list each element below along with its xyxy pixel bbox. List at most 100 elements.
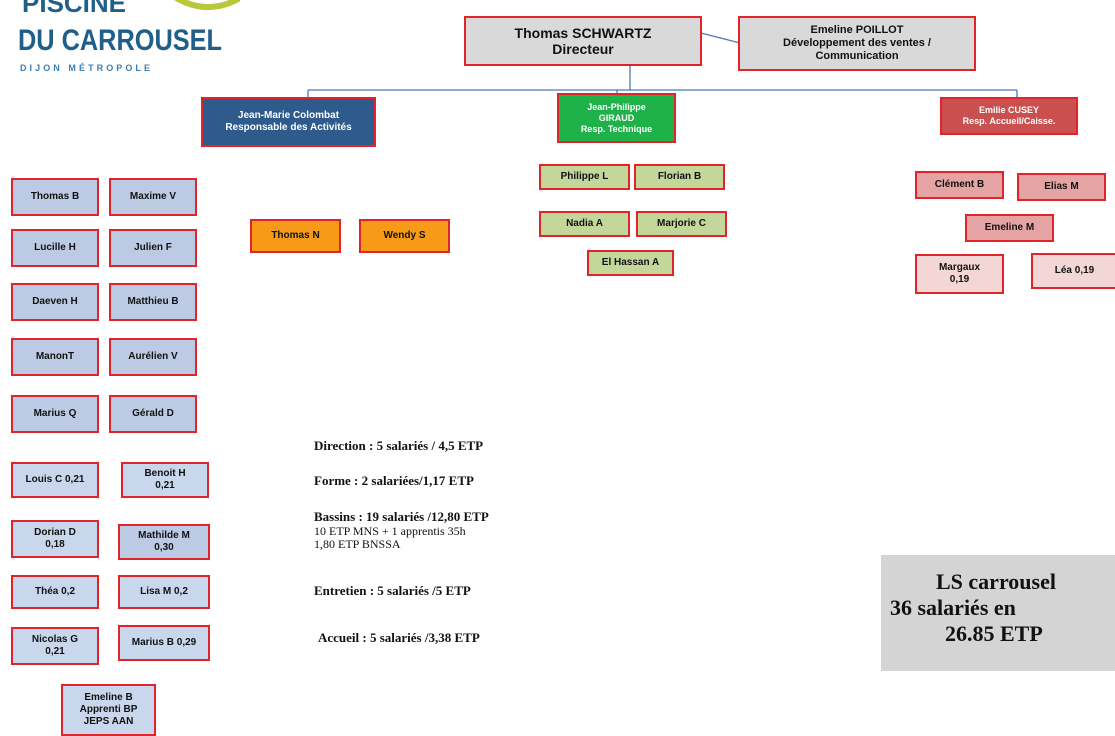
staff-name: Matthieu B	[127, 296, 179, 307]
staff-accueil: Elias M	[1017, 173, 1106, 201]
staff-name: Clément B	[934, 179, 985, 190]
technical-manager-name-line1: Jean-Philippe	[587, 101, 646, 112]
staff-name: 0,30	[154, 542, 174, 553]
staff-name: Théa 0,2	[34, 586, 76, 597]
reception-manager-name: Emilie CUSEY	[978, 105, 1040, 115]
staff-name: 0,19	[949, 274, 970, 285]
staff-name: Nadia A	[566, 218, 603, 229]
technical-manager-role: Resp. Technique	[580, 123, 653, 134]
staff-name: Dorian D	[34, 527, 76, 538]
logo-line1: PISCINE	[22, 0, 126, 18]
staff-bassins-part: Marius B 0,29	[118, 625, 210, 661]
director-name: Thomas SCHWARTZ	[514, 25, 652, 41]
stats-direction: Direction : 5 salariés / 4,5 ETP	[314, 438, 484, 453]
technical-manager-name-line2: GIRAUD	[598, 112, 635, 123]
staff-name: Nicolas G	[31, 634, 79, 645]
staff-forme: Thomas N	[250, 219, 341, 253]
staff-accueil: Léa 0,19	[1031, 253, 1115, 289]
staff-name: Thomas B	[30, 191, 80, 202]
staff-bassins: ManonT	[11, 338, 99, 376]
reception-manager-box: Emilie CUSEY Resp. Accueil/Caisse.	[940, 97, 1078, 135]
summary-line1: LS carrousel	[936, 569, 1056, 594]
staff-name: Emeline B	[84, 692, 133, 703]
staff-name: Margaux	[938, 262, 981, 273]
logo-line2: DU CARROUSEL	[18, 24, 222, 57]
staff-bassins-part: Théa 0,2	[11, 575, 99, 609]
stats-forme: Forme : 2 salariées/1,17 ETP	[314, 473, 474, 488]
staff-bassins: Lucille H	[11, 229, 99, 267]
staff-bassins-part: Lisa M 0,2	[118, 575, 210, 609]
staff-apprentice: Emeline B Apprenti BP JEPS AAN	[61, 684, 156, 736]
staff-name: Maxime V	[129, 191, 177, 202]
staff-name: Gérald D	[132, 408, 174, 419]
staff-bassins-part: Louis C 0,21	[11, 462, 99, 498]
staff-name: ManonT	[35, 351, 75, 362]
staff-name: 0,18	[45, 539, 65, 550]
staff-name: Mathilde M	[138, 530, 190, 541]
staff-bassins: Daeven H	[11, 283, 99, 321]
summary-line2: 36 salariés en	[890, 595, 1016, 620]
reception-manager-role: Resp. Accueil/Caisse.	[962, 116, 1056, 126]
staff-name: Louis C 0,21	[25, 474, 85, 485]
piscine-carrousel-logo: PISCINE DU CARROUSEL DIJON MÉTROPOLE	[0, 0, 242, 80]
activities-manager-box: Jean-Marie Colombat Responsable des Acti…	[201, 97, 376, 147]
stats-bassins: Bassins : 19 salariés /12,80 ETP 10 ETP …	[314, 509, 489, 551]
connector-director-assistant	[700, 32, 741, 44]
staff-name: JEPS AAN	[83, 716, 134, 727]
staff-name: Lucille H	[34, 242, 76, 253]
technical-manager-box: Jean-Philippe GIRAUD Resp. Technique	[557, 93, 676, 143]
director-role: Directeur	[552, 41, 614, 57]
staff-bassins: Marius Q	[11, 395, 99, 433]
staff-bassins: Maxime V	[109, 178, 197, 216]
staff-name: Apprenti BP	[79, 704, 138, 715]
staff-name: Marius B 0,29	[131, 637, 197, 648]
staff-name: Marjorie C	[657, 218, 706, 229]
staff-technique: Nadia A	[539, 211, 630, 237]
staff-name: 0,21	[155, 480, 175, 491]
staff-bassins: Gérald D	[109, 395, 197, 433]
staff-name: Lisa M 0,2	[140, 586, 188, 597]
logo-line3: DIJON MÉTROPOLE	[20, 63, 150, 73]
staff-forme: Wendy S	[359, 219, 450, 253]
staff-accueil: Clément B	[915, 171, 1004, 199]
staff-name: Benoit H	[144, 468, 186, 479]
summary-box: LS carrousel 36 salariés en 26.85 ETP	[881, 555, 1115, 671]
staff-technique: Philippe L	[539, 164, 630, 190]
staff-bassins: Julien F	[109, 229, 197, 267]
activities-manager-name: Jean-Marie Colombat	[237, 110, 340, 121]
assistant-name: Emeline POILLOT	[810, 24, 904, 36]
staff-technique: El Hassan A	[587, 250, 674, 276]
staff-name: El Hassan A	[601, 257, 660, 268]
staff-technique: Marjorie C	[636, 211, 727, 237]
staff-name: Emeline M	[984, 222, 1035, 233]
logo-graphic: PISCINE DU CARROUSEL DIJON MÉTROPOLE	[18, 0, 242, 73]
staff-bassins: Thomas B	[11, 178, 99, 216]
staff-technique: Florian B	[634, 164, 725, 190]
staff-bassins: Matthieu B	[109, 283, 197, 321]
staff-name: Elias M	[1044, 181, 1079, 192]
assistant-box: Emeline POILLOT Développement des ventes…	[738, 16, 976, 71]
activities-manager-role: Responsable des Activités	[225, 122, 352, 133]
staff-bassins: Aurélien V	[109, 338, 197, 376]
staff-name: Philippe L	[560, 171, 609, 182]
staff-name: Julien F	[134, 242, 172, 253]
staff-name: 0,21	[45, 646, 65, 657]
summary-line3: 26.85 ETP	[945, 621, 1043, 646]
assistant-role-line2: Communication	[815, 50, 899, 62]
stats-accueil: Accueil : 5 salariés /3,38 ETP	[318, 630, 480, 645]
staff-name: Wendy S	[383, 230, 426, 241]
stats-entretien: Entretien : 5 salariés /5 ETP	[314, 583, 471, 598]
staff-name: Marius Q	[33, 408, 77, 419]
staff-name: Aurélien V	[128, 351, 178, 362]
staff-name: Léa 0,19	[1054, 265, 1095, 276]
assistant-role-line1: Développement des ventes /	[783, 37, 931, 49]
staff-name: Florian B	[657, 171, 702, 182]
staff-accueil: Emeline M	[965, 214, 1054, 242]
director-box: Thomas SCHWARTZ Directeur	[464, 16, 702, 66]
